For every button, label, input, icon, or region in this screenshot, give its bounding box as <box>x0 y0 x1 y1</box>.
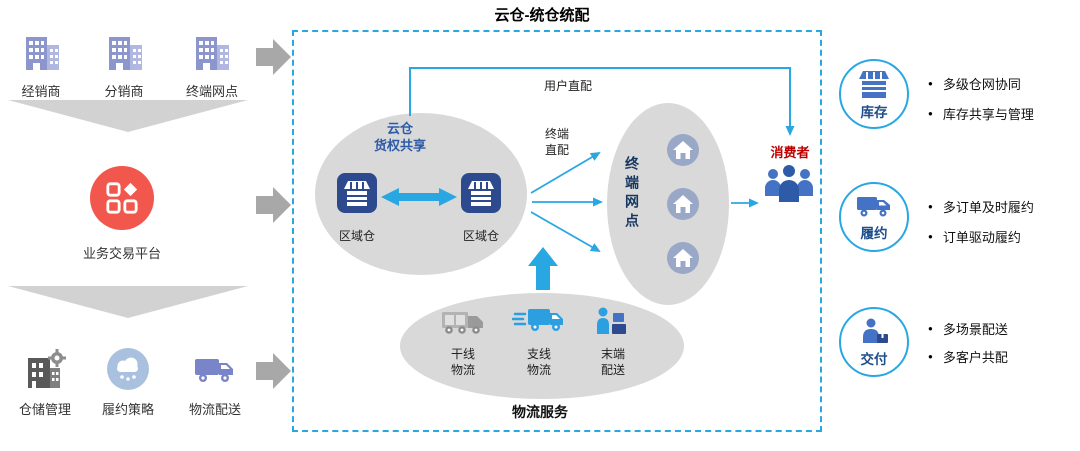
flow-arrow-bottom <box>256 353 291 389</box>
delivery-bullet-2: ● 多客户共配 <box>928 347 1008 366</box>
lastmile-delivery-line1: 末端 <box>600 347 625 361</box>
inventory-badge: 库存 <box>839 59 909 129</box>
warehouse-mgmt-label: 仓储管理 <box>18 402 71 417</box>
trunk-logistics-line1: 干线 <box>450 347 475 361</box>
logistics-delivery-label: 物流配送 <box>188 402 241 417</box>
inventory-bullet-1: ● 多级仓网协同 <box>928 74 1021 93</box>
regional-warehouse-label-left: 区域仓 <box>338 229 375 243</box>
delivery-badge-label: 交付 <box>860 351 888 367</box>
terminal-direct-line2: 直配 <box>544 143 569 157</box>
terminal-network-label: 终端网点 <box>624 156 640 232</box>
bullet-text: 多客户共配 <box>942 350 1008 365</box>
bullet-dot-icon: ● <box>928 109 933 118</box>
express-truck-icon <box>512 309 563 331</box>
fulfillment-bullet-1: ● 多订单及时履约 <box>928 197 1034 216</box>
consumers-icon <box>765 165 813 202</box>
trading-platform-label: 业务交易平台 <box>82 246 161 261</box>
trading-platform-circle <box>90 166 154 230</box>
fulfillment-bullet-2: ● 订单驱动履约 <box>928 227 1021 246</box>
solution-box <box>292 30 822 432</box>
branch-logistics-line2: 物流 <box>526 363 551 377</box>
inventory-badge-label: 库存 <box>860 104 888 120</box>
fulfillment-badge-label: 履约 <box>860 225 888 241</box>
fulfillment-truck-icon <box>857 196 890 216</box>
trunk-logistics-line2: 物流 <box>450 363 475 377</box>
bullet-text: 多级仓网协同 <box>942 77 1021 92</box>
inventory-bullet-2: ● 库存共享与管理 <box>928 104 1034 123</box>
cloud-warehouse-title-line1: 云仓 <box>386 121 413 136</box>
funnel-arrow-top <box>8 100 248 132</box>
bullet-dot-icon: ● <box>928 232 933 241</box>
trunk-truck-icon <box>442 312 483 334</box>
trunk-logistics-label: 干线 物流 <box>433 346 493 378</box>
building-icon <box>26 37 59 70</box>
delivery-truck-icon <box>195 359 233 382</box>
bullet-dot-icon: ● <box>928 202 933 211</box>
bullet-text: 库存共享与管理 <box>942 107 1034 122</box>
regional-warehouse-label-right: 区域仓 <box>462 229 499 243</box>
logistics-service-label: 物流服务 <box>512 404 568 420</box>
cloud-strategy-icon <box>107 348 149 390</box>
warehouse-gear-icon <box>28 349 66 388</box>
lastmile-delivery-line2: 配送 <box>600 363 625 377</box>
courier-box-icon <box>863 318 888 343</box>
warehouse-front-icon <box>859 70 889 98</box>
building-icon <box>196 37 229 70</box>
dealer-label: 经销商 <box>21 84 61 99</box>
bullet-dot-icon: ● <box>928 79 933 88</box>
reseller-label: 分销商 <box>104 84 144 99</box>
bullet-text: 订单驱动履约 <box>942 230 1021 245</box>
lastmile-delivery-label: 末端 配送 <box>583 346 643 378</box>
house-icon <box>667 242 699 274</box>
terminal-direct-label: 终端 直配 <box>532 126 582 158</box>
parcel-courier-icon <box>597 307 626 334</box>
consumers-label: 消费者 <box>770 145 810 160</box>
bullet-text: 多场景配送 <box>942 322 1008 337</box>
regional-warehouse-icon <box>461 173 501 213</box>
page-title: 云仓-统仓统配 <box>494 7 590 24</box>
house-icon <box>667 188 699 220</box>
house-icon <box>667 134 699 166</box>
funnel-arrow-bottom <box>8 286 248 318</box>
branch-logistics-label: 支线 物流 <box>509 346 569 378</box>
bullet-dot-icon: ● <box>928 324 933 333</box>
grid-tiles-icon <box>106 182 138 214</box>
terminal-direct-line1: 终端 <box>544 127 569 141</box>
cloud-warehouse-title-line2: 货权共享 <box>373 138 426 153</box>
delivery-bullet-1: ● 多场景配送 <box>928 319 1008 338</box>
bullet-dot-icon: ● <box>928 352 933 361</box>
flow-arrow-top <box>256 39 291 75</box>
regional-warehouse-icon <box>337 173 377 213</box>
fulfillment-strategy-label: 履约策略 <box>101 402 154 417</box>
fulfillment-badge: 履约 <box>839 182 909 252</box>
terminal-outlet-label: 终端网点 <box>185 84 238 99</box>
building-icon <box>109 37 142 70</box>
delivery-badge: 交付 <box>839 307 909 377</box>
flow-arrow-middle <box>256 187 291 223</box>
cloud-warehouse-title: 云仓 货权共享 <box>340 120 460 154</box>
user-direct-label: 用户直配 <box>543 79 592 93</box>
branch-logistics-line1: 支线 <box>526 347 551 361</box>
bullet-text: 多订单及时履约 <box>942 200 1034 215</box>
